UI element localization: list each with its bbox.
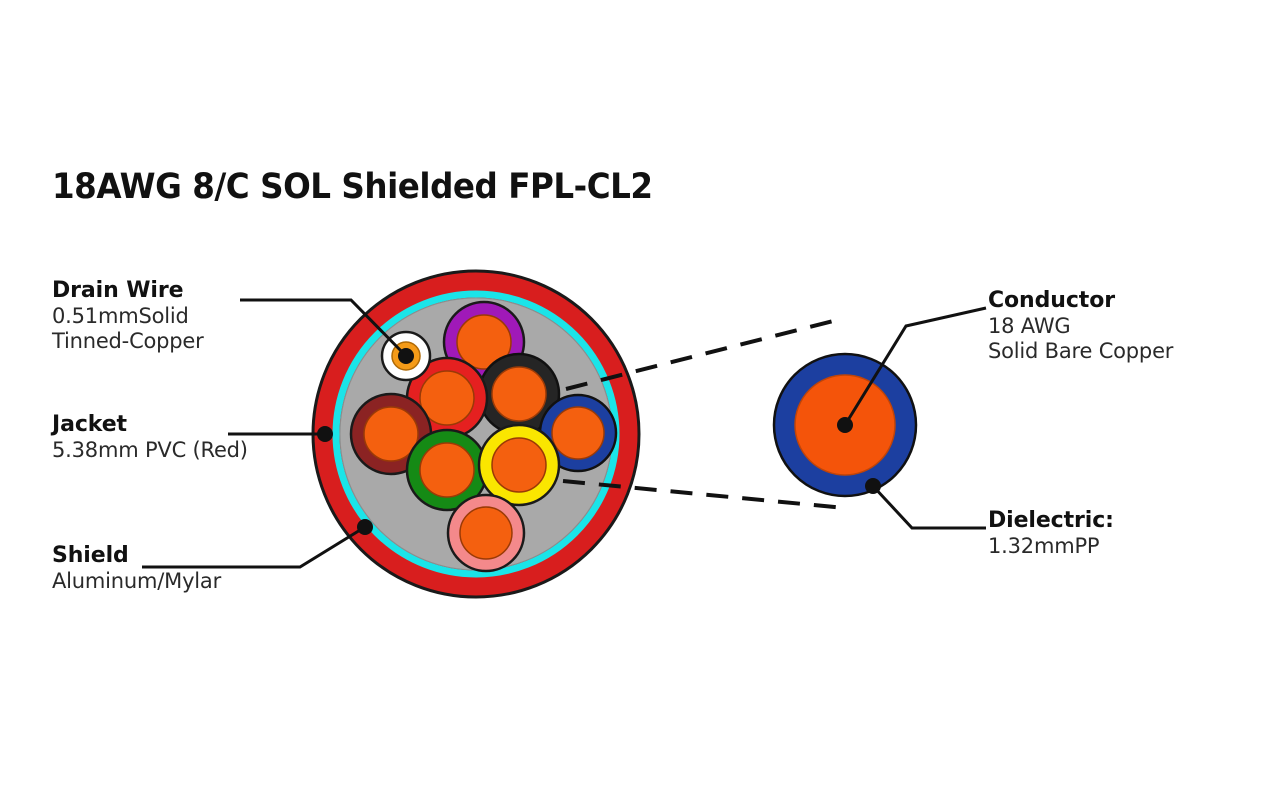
- leader-dot-dielectric: [865, 478, 881, 494]
- callout-conductor-line2: Solid Bare Copper: [988, 338, 1174, 363]
- leader-dot-shield: [357, 519, 373, 535]
- callout-conductor: Conductor 18 AWG Solid Bare Copper: [988, 288, 1173, 363]
- callout-shield-heading: Shield: [52, 543, 129, 568]
- leader-dielectric: [871, 484, 986, 530]
- callout-jacket-heading: Jacket: [52, 412, 127, 437]
- expansion-lines: [562, 316, 846, 510]
- callout-conductor-line1: 18 AWG: [988, 313, 1071, 338]
- conductor-green: [405, 428, 489, 512]
- callout-drain-wire-heading: Drain Wire: [52, 278, 184, 303]
- expansion-line-bottom: [562, 479, 846, 510]
- conductor-blue: [538, 393, 618, 473]
- leader-dot-conductor: [837, 417, 853, 433]
- callout-drain-wire-line1: 0.51mmSolid: [52, 303, 189, 328]
- conductor-yellow: [477, 423, 561, 507]
- callout-dielectric-line1: 1.32mmPP: [988, 533, 1100, 558]
- leader-shield: [142, 525, 366, 569]
- callout-conductor-heading: Conductor: [988, 288, 1115, 313]
- callout-dielectric: Dielectric: 1.32mmPP: [988, 508, 1114, 559]
- leader-dot-jacket: [317, 426, 333, 442]
- leader-dots: [317, 348, 881, 535]
- leader-drain-wire: [240, 298, 408, 358]
- callout-shield-line1: Aluminum/Mylar: [52, 568, 222, 593]
- callout-drain-wire-line2: Tinned-Copper: [52, 328, 204, 353]
- callout-shield: Shield Aluminum/Mylar: [52, 543, 221, 594]
- page-title: 18AWG 8/C SOL Shielded FPL-CL2: [52, 167, 653, 207]
- leader-conductor: [843, 306, 987, 426]
- cable-cross-section: [311, 269, 641, 599]
- leader-dot-drain-wire: [398, 348, 414, 364]
- leader-lines: [142, 298, 987, 569]
- callout-dielectric-heading: Dielectric:: [988, 508, 1114, 533]
- expansion-line-top: [565, 316, 846, 391]
- conductor-pink: [446, 493, 526, 573]
- callout-jacket-line1: 5.38mm PVC (Red): [52, 437, 248, 462]
- callout-jacket: Jacket 5.38mm PVC (Red): [52, 412, 248, 463]
- callout-drain-wire: Drain Wire 0.51mmSolid Tinned-Copper: [52, 278, 204, 353]
